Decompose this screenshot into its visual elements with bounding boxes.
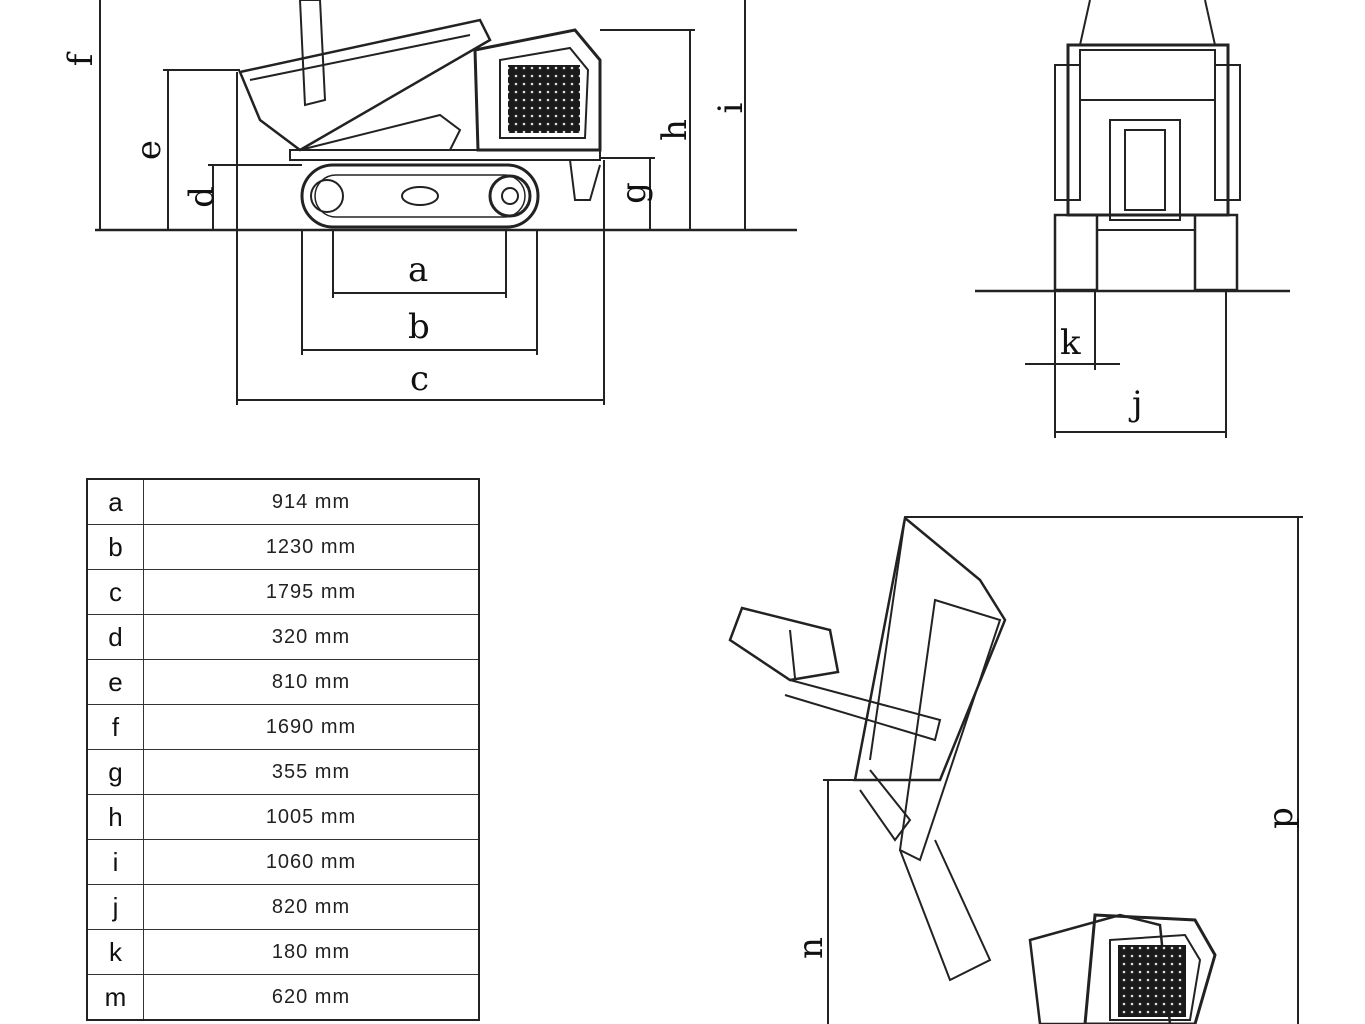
dim-label-k: k [1060,323,1081,363]
side-view [95,0,797,405]
spec-key: f [86,704,144,750]
spec-key: c [86,569,144,615]
dim-label-n: n [791,937,831,959]
spec-key: j [86,884,144,930]
spec-key: h [86,794,144,840]
dim-label-d: d [182,186,222,208]
spec-value: 1690 mm [143,704,480,750]
dim-label-g: g [614,182,654,204]
spec-value: 1005 mm [143,794,480,840]
spec-key: g [86,749,144,795]
dim-label-h: h [655,119,695,141]
spec-value: 1230 mm [143,524,480,570]
spec-key: k [86,929,144,975]
spec-value: 820 mm [143,884,480,930]
spec-value: 1060 mm [143,839,480,885]
spec-value: 320 mm [143,614,480,660]
spec-key: m [86,974,144,1021]
spec-value: 620 mm [143,974,480,1021]
spec-value: 1795 mm [143,569,480,615]
spec-key: e [86,659,144,705]
raised-view [728,515,1303,1024]
dim-label-e: e [129,140,169,160]
spec-key: a [86,478,144,525]
spec-key: b [86,524,144,570]
dim-label-i: i [711,102,751,113]
spec-key: d [86,614,144,660]
dim-label-a: a [408,250,428,290]
spec-value: 810 mm [143,659,480,705]
spec-value: 914 mm [143,478,480,525]
dim-label-j: j [1128,384,1143,424]
front-view [975,0,1290,438]
dim-label-c: c [410,359,429,399]
dim-label-p: p [1261,807,1301,829]
spec-value: 180 mm [143,929,480,975]
spec-value: 355 mm [143,749,480,795]
dim-label-f: f [61,51,101,66]
spec-key: i [86,839,144,885]
dim-label-b: b [408,307,430,347]
